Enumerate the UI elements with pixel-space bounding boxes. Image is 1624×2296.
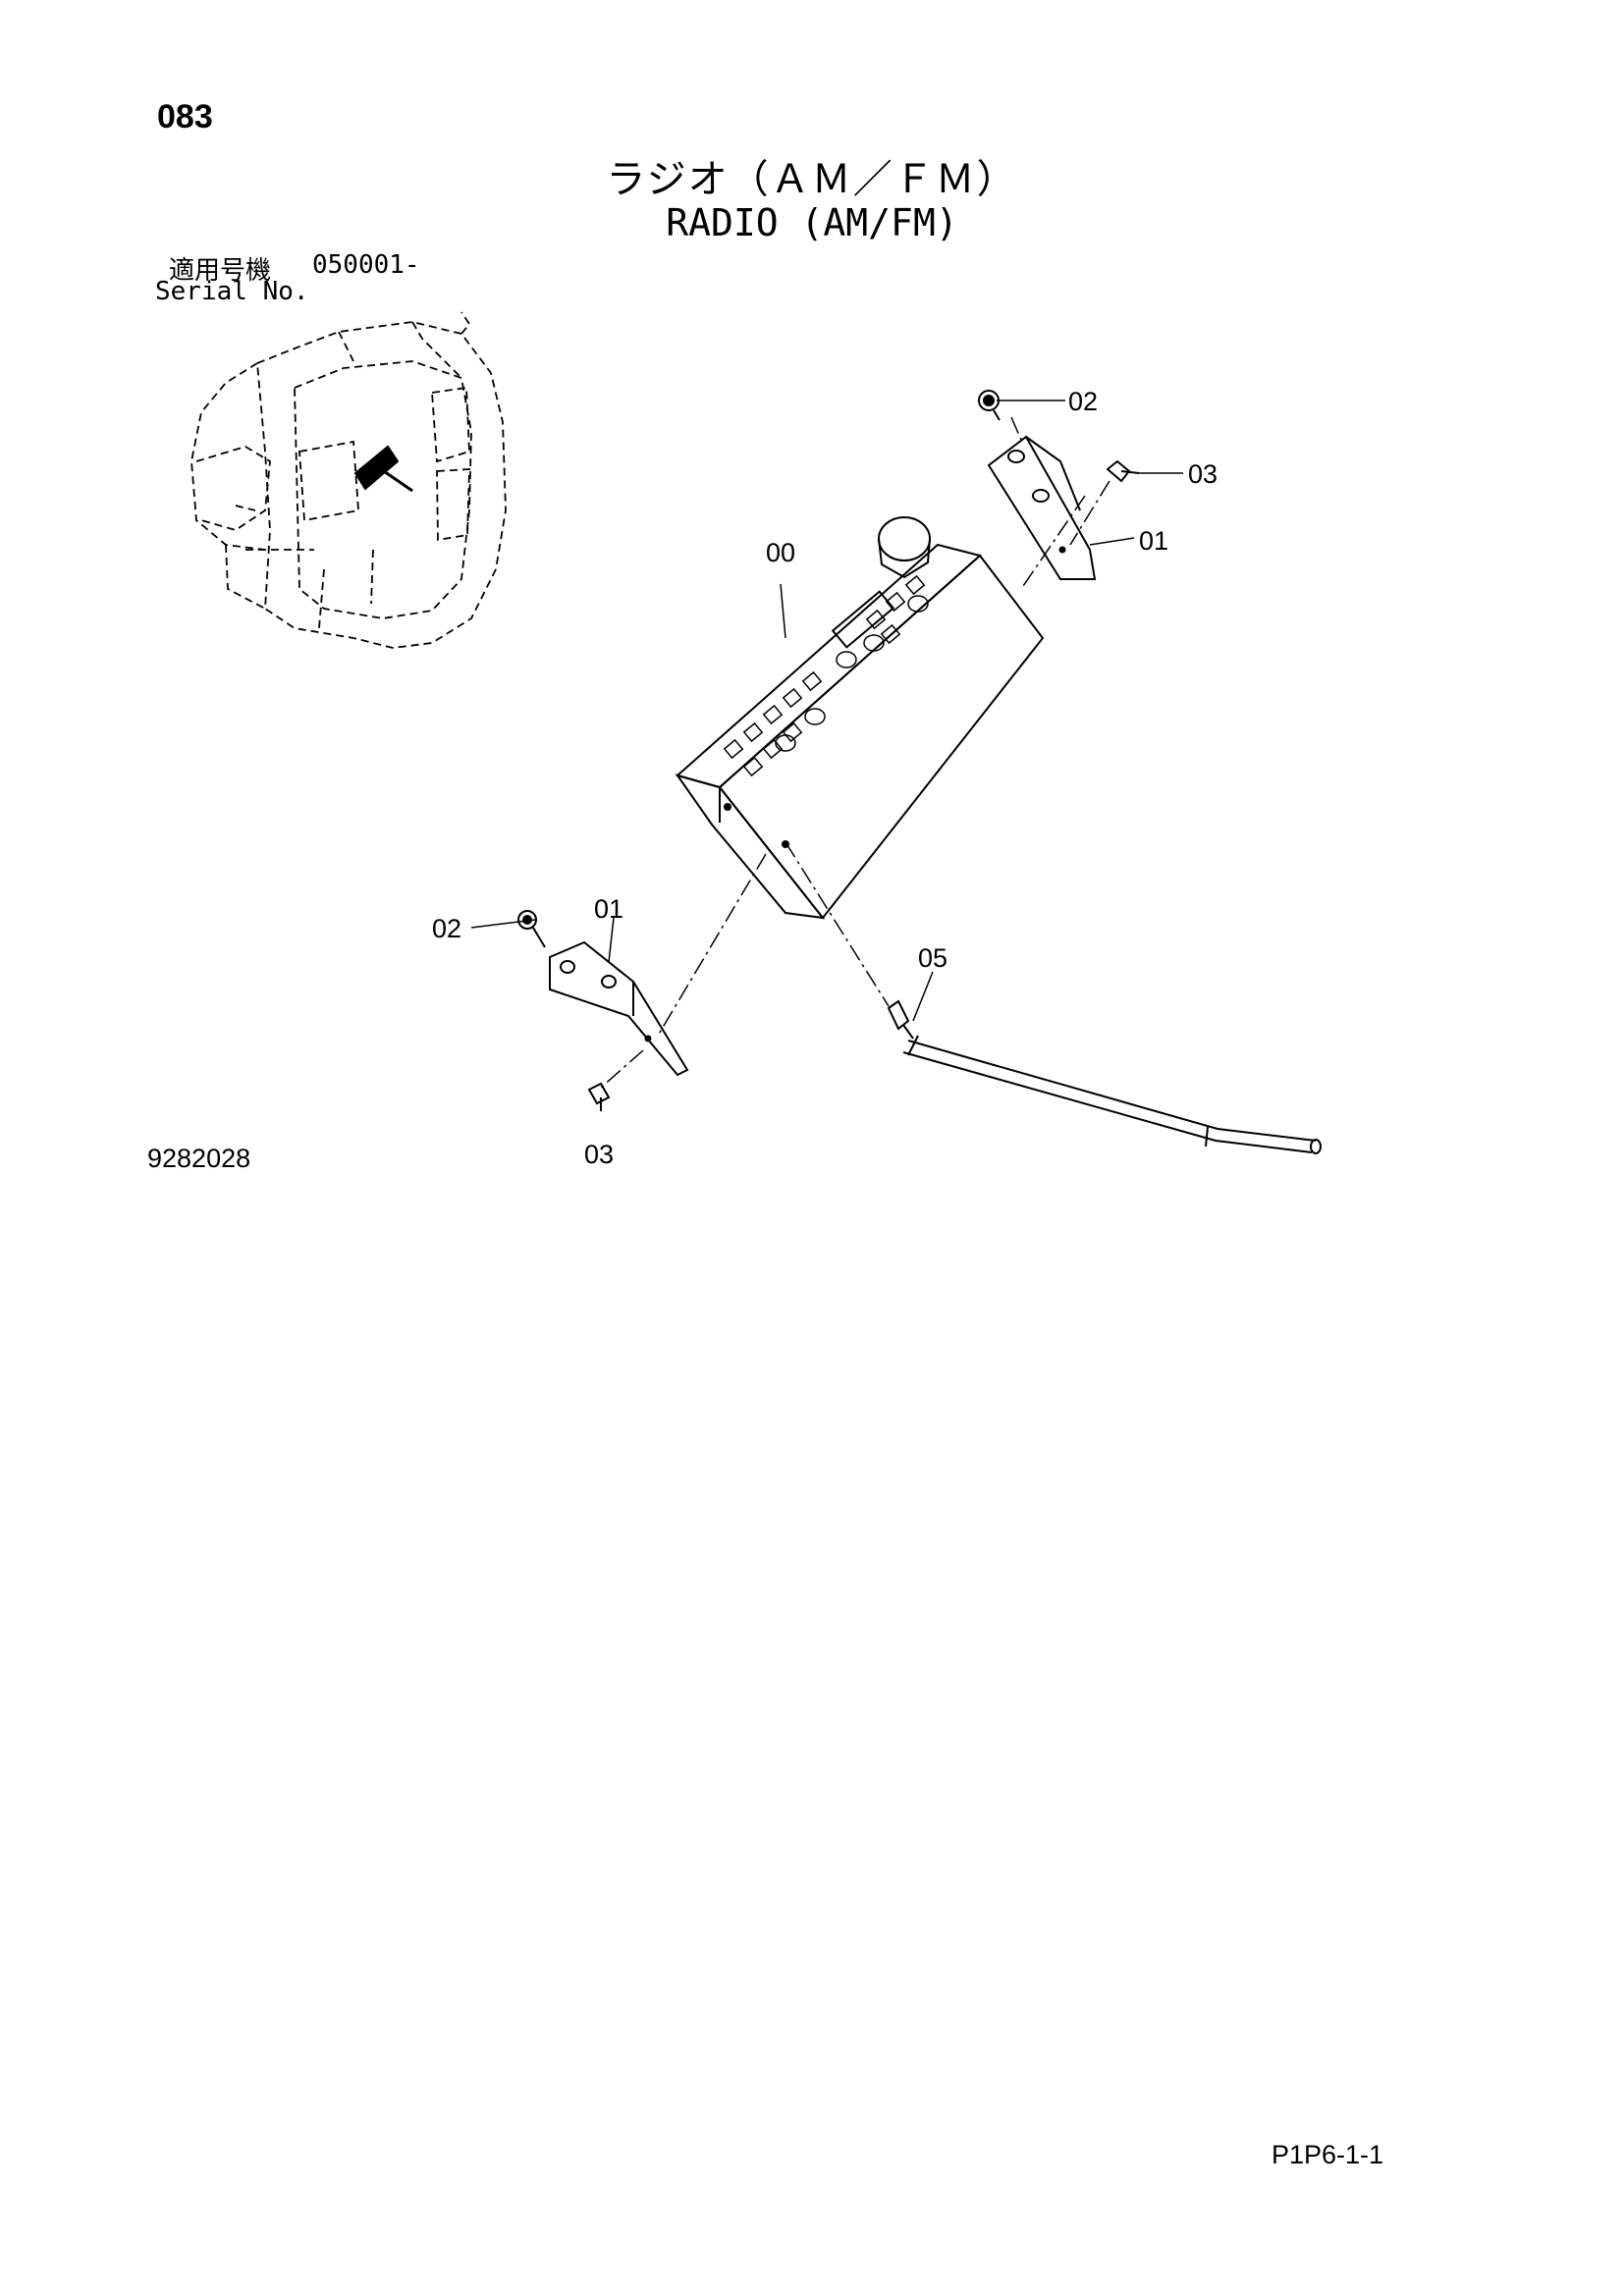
callout-radio-unit: 00 — [766, 538, 795, 567]
serial-label-english: Serial No. — [155, 277, 309, 306]
screw-right — [1106, 459, 1140, 483]
page-number: 083 — [157, 98, 213, 135]
page-title-english: RADIO (AM/FM) — [666, 201, 958, 244]
callout-bolt-left: 02 — [432, 914, 461, 943]
serial-number-range: 050001- — [312, 250, 420, 280]
callout-bracket-left: 01 — [594, 894, 623, 924]
cab-location-thumbnail — [190, 311, 507, 649]
antenna-cable — [887, 999, 1322, 1154]
callout-screw-bottom: 03 — [584, 1140, 614, 1169]
bracket-right — [987, 435, 1097, 580]
serial-label-japanese: 適用号機 — [169, 256, 272, 286]
callout-screw-right: 03 — [1188, 459, 1218, 489]
callout-bracket-right: 01 — [1139, 526, 1168, 556]
drawing-number: 9282028 — [147, 1144, 251, 1173]
page-code: P1P6-1-1 — [1272, 2140, 1384, 2169]
callout-antenna-cable: 05 — [918, 943, 947, 973]
screw-bottom — [587, 1082, 611, 1111]
bolt-left — [517, 910, 546, 948]
bracket-left — [549, 940, 689, 1077]
leader-lines — [470, 400, 1183, 1022]
radio-unit — [675, 516, 1045, 920]
bolt-top-right — [978, 390, 1001, 421]
radio-position-marker — [353, 445, 413, 493]
alignment-lines — [600, 416, 1110, 1089]
callout-bolt-top-right: 02 — [1068, 387, 1098, 416]
page-title-japanese: ラジオ（ＡＭ／ＦＭ） — [606, 157, 1018, 202]
